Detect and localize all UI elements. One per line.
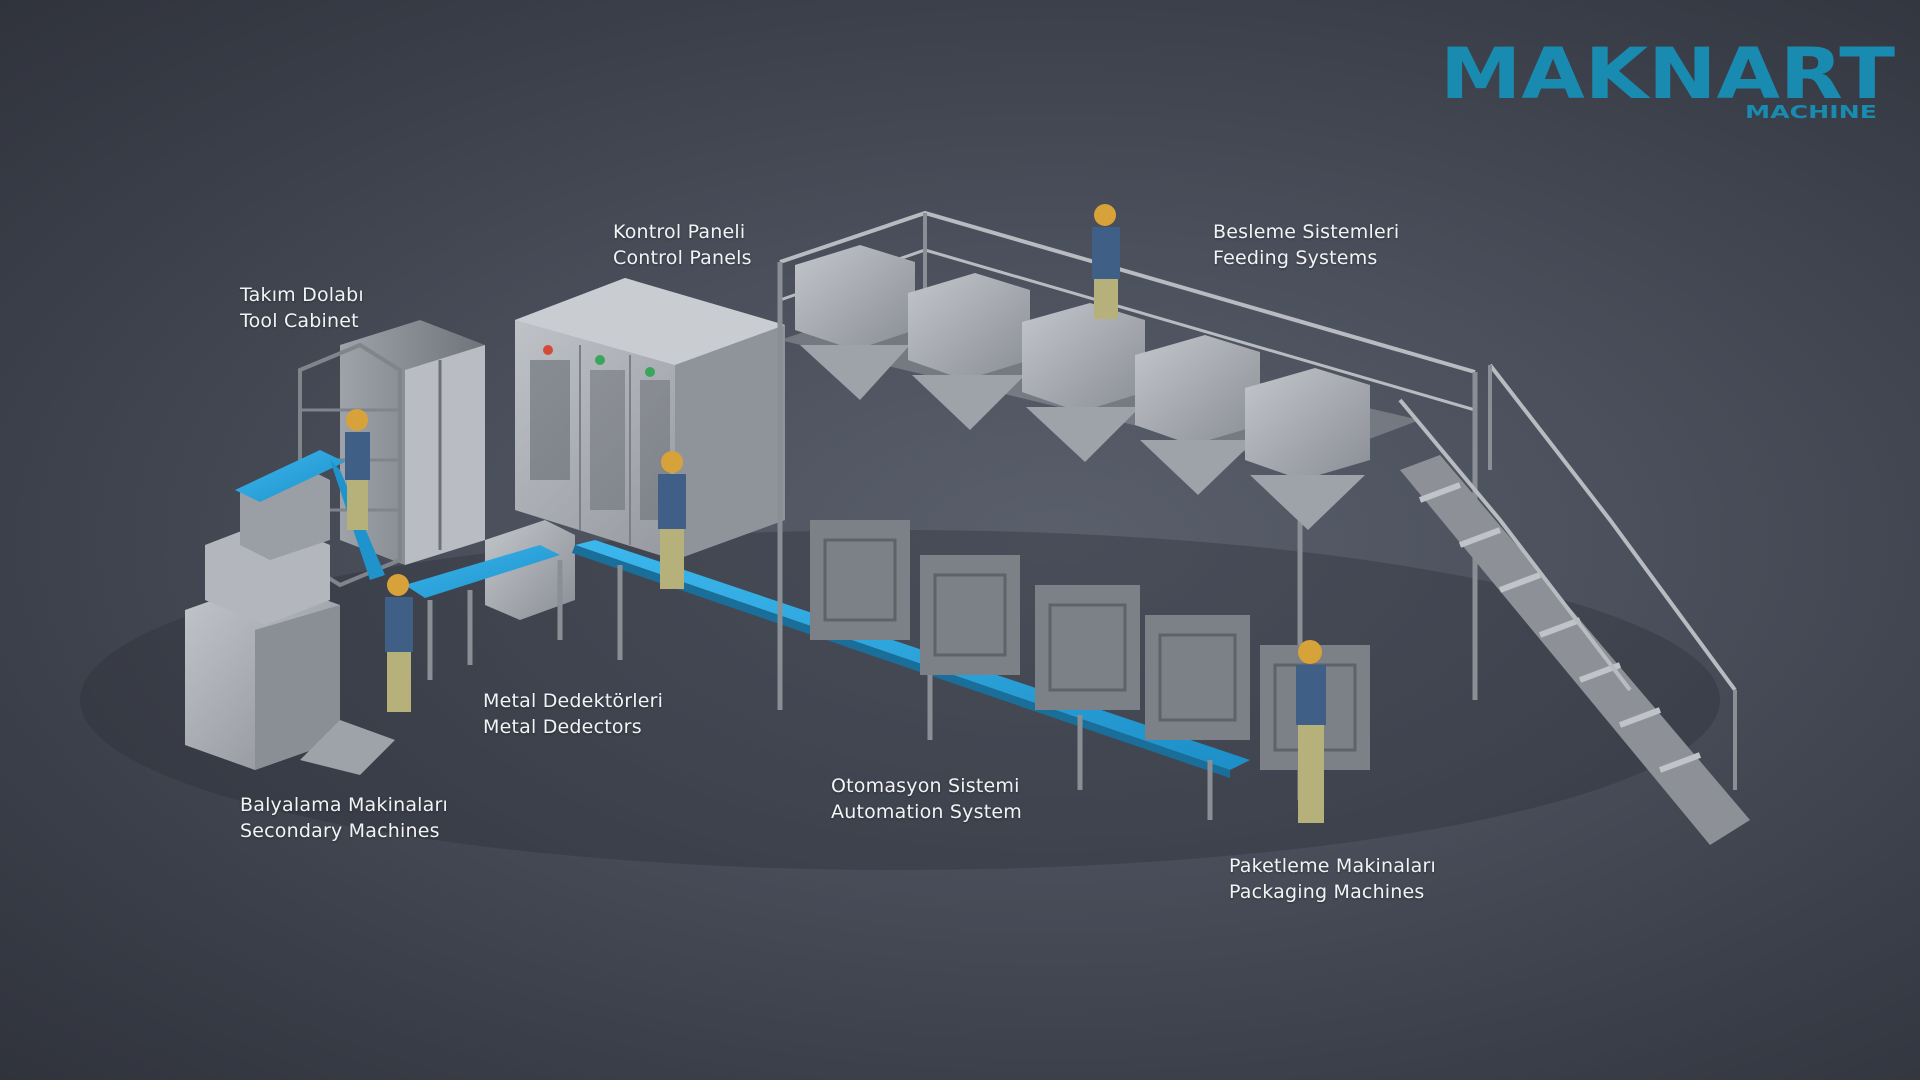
hopper-2 — [908, 273, 1030, 430]
label-tool-cabinet-tr: Takım Dolabı — [240, 284, 364, 306]
label-metal-detectors-tr: Metal Dedektörleri — [483, 690, 664, 712]
label-secondary-machines-tr: Balyalama Makinaları — [240, 794, 448, 816]
logo-subtitle: MACHINE — [1745, 102, 1877, 122]
metal-detector — [405, 520, 575, 680]
label-control-panels-tr: Kontrol Paneli — [613, 221, 746, 243]
hopper-1 — [795, 245, 915, 400]
label-packaging-machines-en: Packaging Machines — [1229, 881, 1425, 903]
label-packaging-machines-tr: Paketleme Makinaları — [1229, 855, 1436, 877]
label-control-panels: Kontrol Paneli Control Panels — [613, 219, 752, 271]
worker-tool-cabinet — [345, 409, 370, 530]
label-feeding-systems-en: Feeding Systems — [1213, 247, 1378, 269]
worker-control-panel — [658, 451, 686, 589]
label-control-panels-en: Control Panels — [613, 247, 752, 269]
hopper-5 — [1245, 368, 1370, 530]
label-automation-system-en: Automation System — [831, 801, 1022, 823]
worker-platform — [1092, 204, 1120, 319]
label-tool-cabinet: Takım Dolabı Tool Cabinet — [240, 282, 364, 334]
control-panels — [515, 278, 785, 560]
logo-wordmark: MAKNART — [1440, 38, 1895, 115]
hopper-3 — [1022, 303, 1145, 462]
label-metal-detectors: Metal Dedektörleri Metal Dedectors — [483, 688, 663, 740]
staircase — [1398, 363, 1750, 845]
label-automation-system-tr: Otomasyon Sistemi — [831, 775, 1020, 797]
label-packaging-machines: Paketleme Makinaları Packaging Machines — [1229, 853, 1436, 905]
label-automation-system: Otomasyon Sistemi Automation System — [831, 773, 1022, 825]
maknart-logo: MAKNART MACHINE — [1440, 38, 1895, 122]
label-feeding-systems-tr: Besleme Sistemleri — [1213, 221, 1400, 243]
feeding-platform — [777, 210, 1478, 800]
label-feeding-systems: Besleme Sistemleri Feeding Systems — [1213, 219, 1399, 271]
label-tool-cabinet-en: Tool Cabinet — [240, 310, 359, 332]
label-secondary-machines-en: Secondary Machines — [240, 820, 440, 842]
worker-secondary — [385, 574, 413, 712]
worker-packaging — [1296, 640, 1326, 823]
label-metal-detectors-en: Metal Dedectors — [483, 716, 642, 738]
hopper-4 — [1135, 335, 1260, 495]
label-secondary-machines: Balyalama Makinaları Secondary Machines — [240, 792, 448, 844]
worker-figures — [345, 204, 1326, 823]
